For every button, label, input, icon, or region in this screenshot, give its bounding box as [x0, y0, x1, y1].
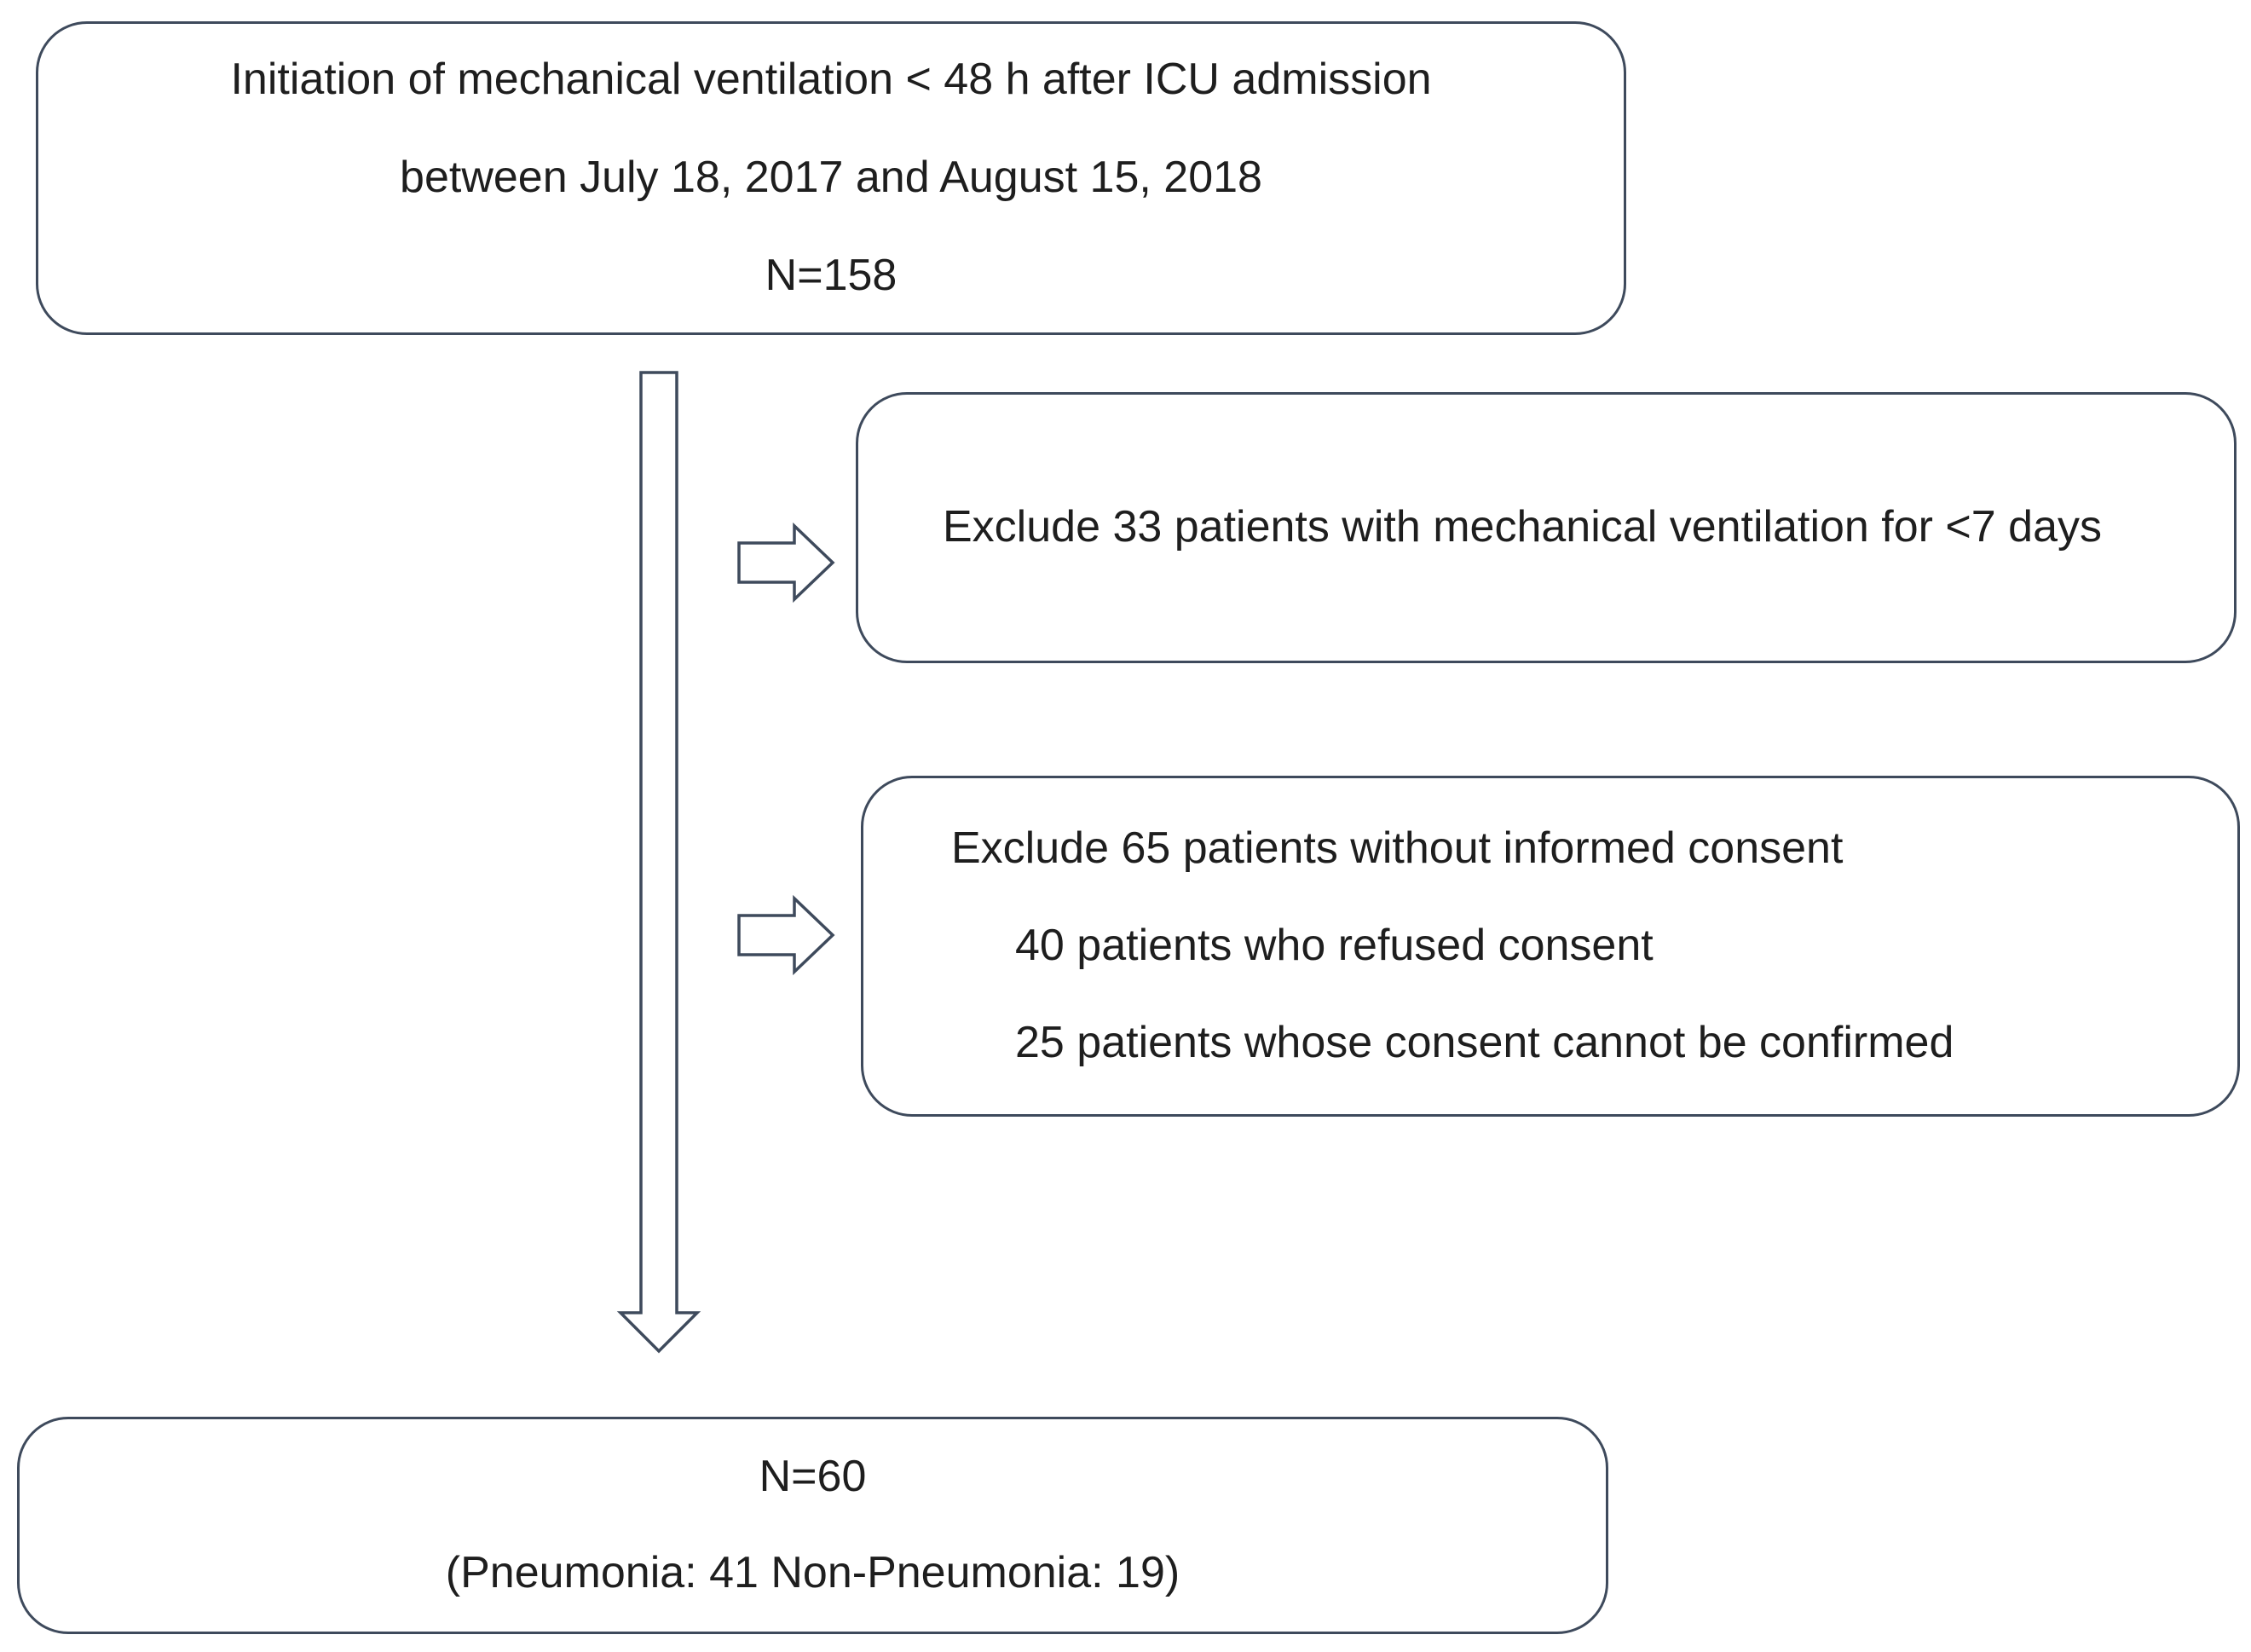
exclusion-no-consent-title: Exclude 65 patients without informed con… [951, 823, 1844, 873]
eligibility-period-text: between July 18, 2017 and August 15, 201… [400, 153, 1262, 202]
exclusion-short-ventilation-text: Exclude 33 patients with mechanical vent… [943, 502, 2102, 552]
exclusion-arrow-2 [737, 894, 835, 976]
exclusion-box-no-consent: Exclude 65 patients without informed con… [861, 776, 2240, 1117]
eligibility-box: Initiation of mechanical ventilation < 4… [36, 21, 1626, 335]
exclusion-refused-consent-text: 40 patients who refused consent [1015, 921, 1654, 970]
exclusion-arrow-1 [737, 522, 835, 604]
final-cohort-breakdown: (Pneumonia: 41 Non-Pneumonia: 19) [445, 1548, 1180, 1597]
exclusion-unconfirmed-consent-text: 25 patients whose consent cannot be conf… [1015, 1018, 1954, 1067]
eligibility-count: N=158 [765, 251, 898, 300]
final-cohort-box: N=60 (Pneumonia: 41 Non-Pneumonia: 19) [17, 1417, 1608, 1634]
eligibility-criteria-text: Initiation of mechanical ventilation < 4… [230, 55, 1432, 104]
exclusion-box-short-ventilation: Exclude 33 patients with mechanical vent… [856, 392, 2237, 663]
final-cohort-count: N=60 [759, 1452, 867, 1501]
main-down-arrow [616, 371, 701, 1354]
